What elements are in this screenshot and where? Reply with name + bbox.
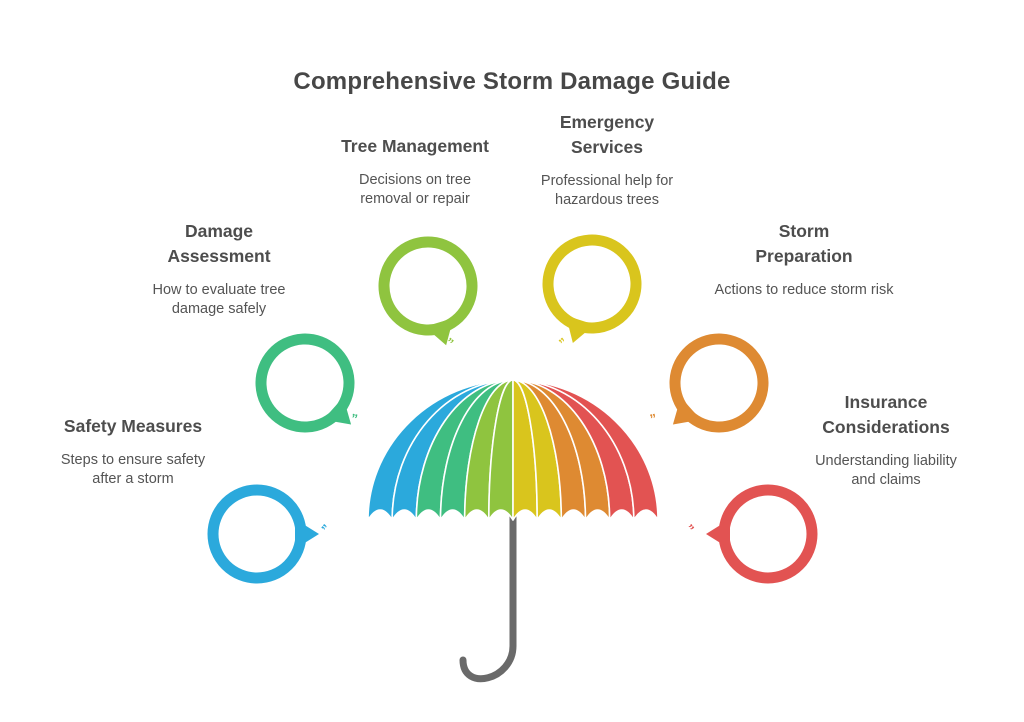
- topic-heading: Insurance Considerations: [822, 392, 950, 437]
- topic-heading: Storm Preparation: [755, 221, 853, 266]
- umbrella-illustration: [367, 379, 659, 683]
- umbrella-panel: [512, 379, 659, 521]
- topic-description: Professional help for hazardous trees: [540, 173, 674, 208]
- topic-heading: Safety Measures: [63, 416, 203, 436]
- topic-heading: Damage Assessment: [167, 221, 271, 266]
- topic-description: Actions to reduce storm risk: [714, 282, 894, 298]
- topic-description: Decisions on tree removal or repair: [358, 172, 472, 207]
- topic-emergency-services: Emergency Services Professional help for…: [512, 110, 702, 210]
- speech-bubble-safety-measures-icon: [207, 484, 319, 584]
- quote-mark-icon: ”: [681, 521, 698, 536]
- topic-description: How to evaluate tree damage safely: [152, 282, 286, 317]
- speech-bubble-emergency-services-icon: [542, 234, 642, 343]
- topic-description: Steps to ensure safety after a storm: [60, 452, 206, 487]
- topic-damage-assessment: Damage Assessment How to evaluate tree d…: [109, 219, 329, 319]
- topic-insurance-considerations: Insurance Considerations Understanding l…: [776, 390, 996, 490]
- speech-bubble-tree-management-icon: [378, 236, 478, 346]
- speech-bubble-insurance-considerations-icon: [706, 484, 818, 584]
- topic-safety-measures: Safety Measures Steps to ensure safety a…: [23, 414, 243, 489]
- speech-bubble-damage-assessment-icon: [255, 333, 355, 433]
- topic-heading: Emergency Services: [559, 112, 655, 157]
- quote-mark-icon: ”: [349, 410, 359, 427]
- topic-description: Understanding liability and claims: [815, 453, 957, 488]
- speech-bubble-storm-preparation-icon: [669, 333, 769, 433]
- page-title: Comprehensive Storm Damage Guide: [293, 68, 731, 96]
- topic-tree-management: Tree Management Decisions on tree remova…: [295, 134, 535, 209]
- topic-storm-preparation: Storm Preparation Actions to reduce stor…: [694, 219, 914, 300]
- umbrella-pole: [459, 380, 517, 683]
- topic-heading: Tree Management: [341, 136, 489, 156]
